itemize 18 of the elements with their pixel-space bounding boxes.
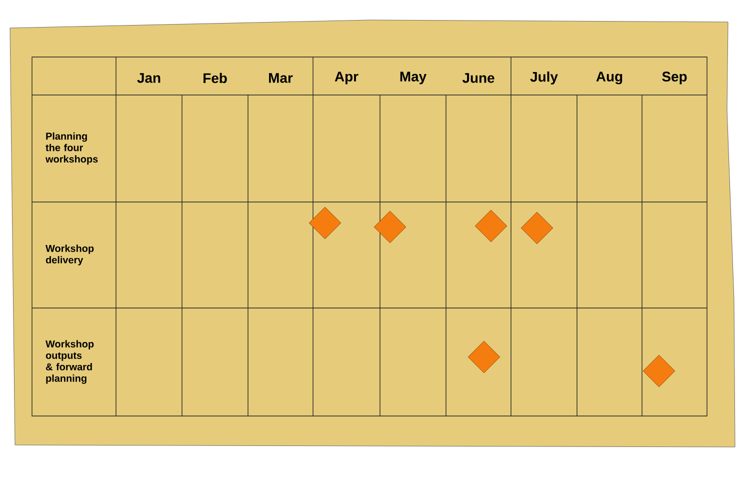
milestone-diamond <box>474 210 508 242</box>
row-heading: Planning the four workshops <box>46 132 98 165</box>
milestone-diamond <box>642 354 676 388</box>
milestone-diamond <box>374 210 406 244</box>
milestone-diamond <box>308 206 342 240</box>
row-heading: Workshop delivery <box>46 244 94 266</box>
month-header: May <box>400 72 426 84</box>
milestone-diamond <box>520 212 554 244</box>
month-header: Mar <box>269 73 293 83</box>
month-header: Sep <box>662 72 687 84</box>
month-header: July <box>530 72 558 84</box>
month-header: Feb <box>204 72 227 84</box>
month-header: Aug <box>596 72 622 84</box>
month-header: June <box>462 73 494 83</box>
month-header: Apr <box>334 72 358 84</box>
month-header: Jan <box>137 73 160 83</box>
row-heading: Workshop outputs & forward planning <box>46 340 94 384</box>
milestone-diamond <box>468 340 500 374</box>
